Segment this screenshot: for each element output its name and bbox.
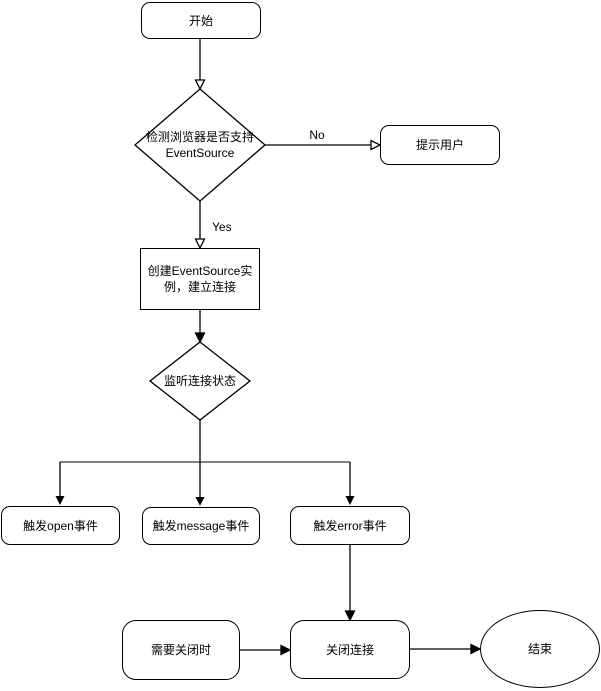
- filled-arrowhead-icon: [344, 610, 356, 622]
- filled-arrowhead-icon: [470, 643, 482, 655]
- node-end: 结束: [480, 610, 600, 688]
- node-check-support-label: 检测浏览器是否支持 EventSource: [145, 130, 254, 160]
- edge-label-yes: Yes: [212, 220, 242, 234]
- node-listen-state-label: 监听连接状态: [163, 374, 236, 388]
- edge-check-to-create: [194, 201, 206, 250]
- edge-need-to-close: [240, 644, 292, 656]
- filled-arrowhead-icon: [55, 496, 65, 505]
- edge-create-to-listen: [194, 310, 206, 344]
- edge-label-no: No: [302, 128, 332, 142]
- filled-arrowhead-icon: [195, 497, 205, 506]
- node-open-event: 触发open事件: [1, 506, 120, 545]
- edge-close-to-end: [410, 643, 482, 655]
- node-need-close: 需要关闭时: [122, 620, 240, 680]
- node-prompt-user: 提示用户: [380, 125, 500, 165]
- filled-arrowhead-icon: [194, 332, 206, 344]
- open-arrowhead-icon: [194, 238, 206, 250]
- node-start: 开始: [141, 2, 261, 39]
- node-message-event: 触发message事件: [142, 507, 260, 545]
- filled-arrowhead-icon: [345, 496, 355, 505]
- open-arrowhead-icon: [370, 139, 382, 151]
- edge-check-to-prompt: [265, 139, 382, 151]
- edge-error-to-close: [344, 545, 356, 622]
- node-create-instance: 创建EventSource实 例，建立连接: [140, 248, 260, 310]
- filled-arrowhead-icon: [280, 644, 292, 656]
- edge-listen-branch: [55, 420, 355, 506]
- node-close-connection: 关闭连接: [290, 620, 410, 679]
- edge-start-to-check: [194, 39, 206, 91]
- open-arrowhead-icon: [194, 79, 206, 91]
- node-error-event: 触发error事件: [290, 506, 410, 545]
